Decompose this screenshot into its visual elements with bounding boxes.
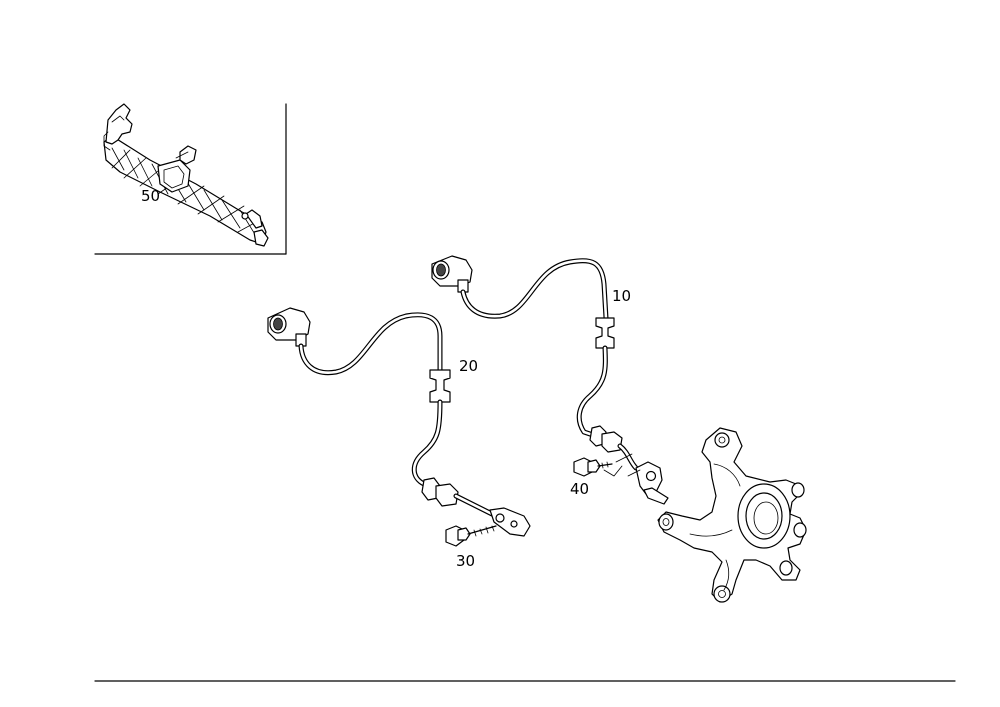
bracket-part-50-icon[interactable]: [103, 103, 269, 247]
abs-sensor-cable-part-20-icon[interactable]: [267, 307, 531, 537]
callout-50: 50: [141, 187, 160, 205]
abs-sensor-cable-part-10-icon[interactable]: [431, 255, 669, 505]
inset-frame: [94, 103, 287, 255]
callout-40: 40: [570, 480, 589, 498]
callout-30: 30: [456, 552, 475, 570]
steering-knuckle-icon: [657, 427, 807, 603]
callout-10: 10: [612, 287, 631, 305]
bolt-part-40-icon[interactable]: [573, 457, 623, 477]
callout-20: 20: [459, 357, 478, 375]
bolt-part-30-icon[interactable]: [445, 525, 497, 547]
